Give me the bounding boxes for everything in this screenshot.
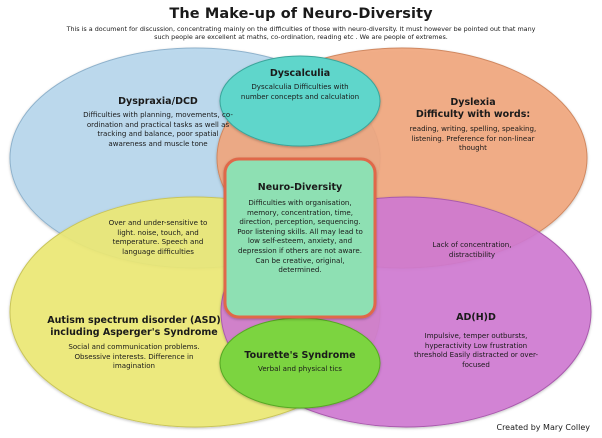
dyspraxia-heading: Dyspraxia/DCD — [118, 96, 198, 107]
concentration-text: Lack of concentration, distractibility — [432, 240, 512, 259]
neuro-diversity-box — [223, 157, 377, 319]
tourettes-heading: Tourette's Syndrome — [244, 350, 356, 361]
dyslexia-subheading: Difficulty with words: — [415, 109, 531, 120]
neuro-diversity-text: Difficulties with organisation, memory, … — [237, 198, 363, 275]
dyscalculia-ellipse — [219, 55, 381, 147]
dyslexia-text: reading, writing, spelling, speaking, li… — [409, 124, 537, 153]
adhd-text: Impulsive, temper outbursts, hyperactivi… — [413, 331, 539, 369]
dyspraxia-text: Difficulties with planning, movements, c… — [83, 110, 233, 148]
credit-text: Created by Mary Colley — [496, 423, 590, 432]
tourettes-text: Verbal and physical tics — [258, 364, 342, 373]
neuro-diversity-heading: Neuro-Diversity — [257, 182, 343, 193]
sensory-text: Over and under-sensitive to light. noise… — [108, 218, 208, 256]
page-subtitle: This is a document for discussion, conce… — [66, 25, 536, 42]
page-title: The Make-up of Neuro-Diversity — [169, 6, 433, 22]
tourettes-ellipse — [219, 317, 381, 409]
autism-heading: Autism spectrum disorder (ASD) including… — [47, 315, 221, 338]
dyscalculia-text: Dyscalculia Difficulties with number con… — [240, 82, 360, 101]
dyslexia-heading: Dyslexia — [450, 97, 496, 108]
dyscalculia-heading: Dyscalculia — [269, 68, 331, 79]
autism-text: Social and communication problems. Obses… — [68, 342, 200, 371]
adhd-heading: AD(H)D — [456, 312, 496, 323]
